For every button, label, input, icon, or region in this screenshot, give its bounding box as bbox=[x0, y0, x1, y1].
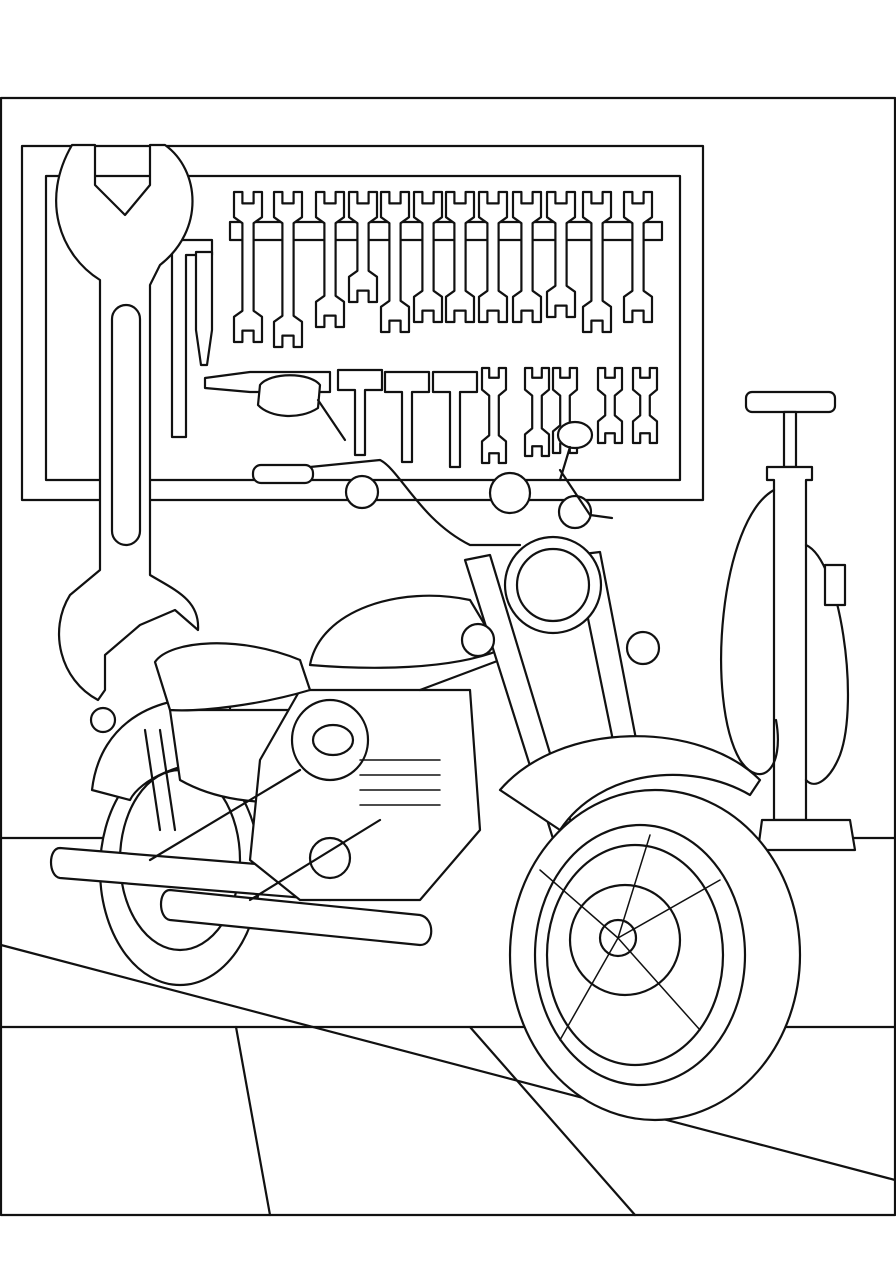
socket-tool bbox=[431, 370, 479, 469]
wrench bbox=[622, 190, 654, 324]
wrench bbox=[511, 190, 543, 324]
wrench bbox=[272, 190, 304, 349]
wrench bbox=[477, 190, 509, 324]
wrench-row-top bbox=[232, 190, 654, 349]
wrench bbox=[631, 366, 659, 445]
wrench bbox=[347, 190, 379, 304]
socket-tool bbox=[383, 370, 431, 464]
wrench bbox=[596, 366, 624, 445]
wrench bbox=[480, 366, 508, 465]
wrench-row-bottom bbox=[336, 366, 659, 469]
wrench bbox=[314, 190, 346, 329]
wrench bbox=[581, 190, 613, 334]
wrench bbox=[523, 366, 551, 458]
motorcycle bbox=[49, 374, 802, 1122]
wrench bbox=[412, 190, 444, 324]
wrench bbox=[444, 190, 476, 324]
wrench bbox=[545, 190, 577, 319]
air-pump bbox=[720, 390, 857, 852]
seat bbox=[153, 642, 312, 712]
screwdriver bbox=[194, 250, 214, 367]
headlight bbox=[503, 535, 603, 635]
wrench-rail bbox=[228, 220, 664, 242]
wrench bbox=[232, 190, 264, 344]
exhaust-lower bbox=[159, 888, 433, 947]
big-wrench-slot bbox=[110, 303, 142, 547]
socket-tool bbox=[336, 368, 384, 457]
big-wrench bbox=[55, 143, 200, 702]
fuel-tank bbox=[308, 594, 502, 669]
wrench bbox=[379, 190, 411, 334]
allen-key bbox=[170, 238, 214, 439]
